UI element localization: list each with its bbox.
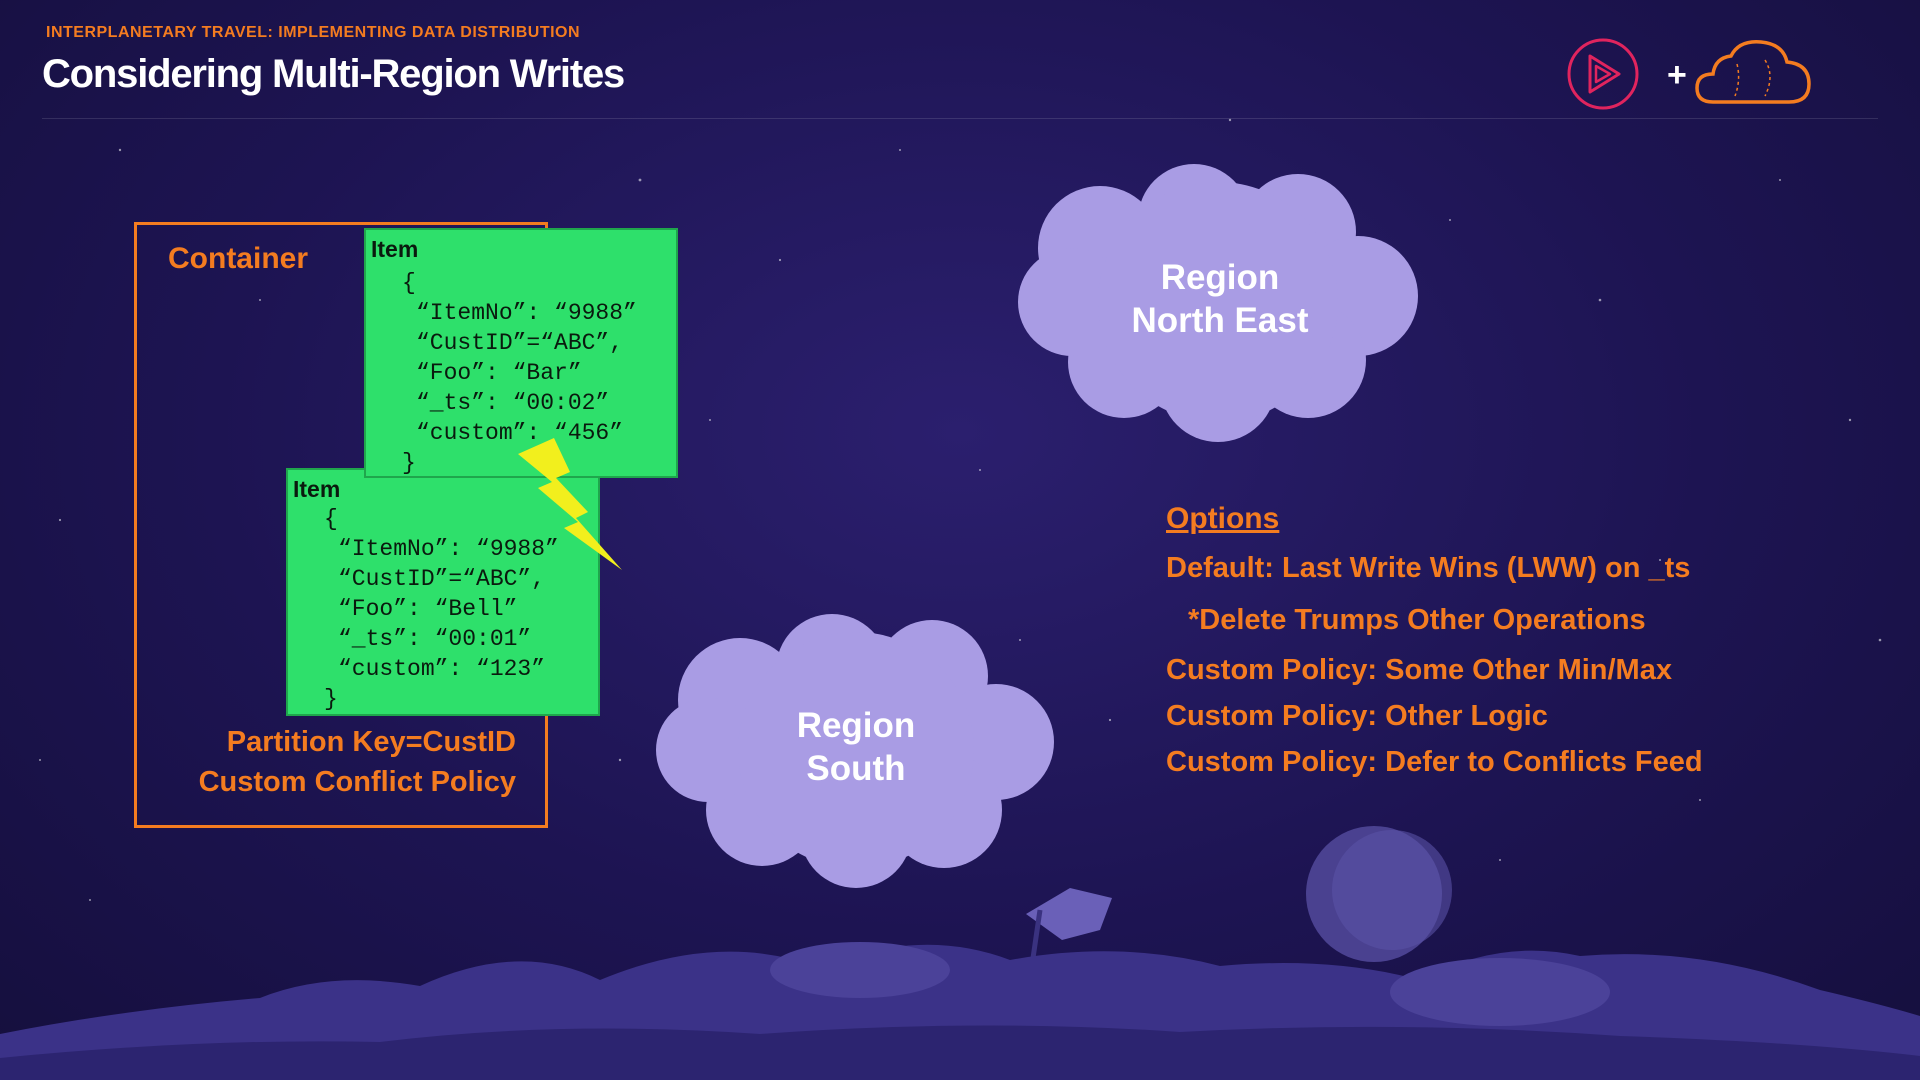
code-line: “ItemNo”: “9988” [338,536,559,562]
conflict-policy-label: Custom Conflict Policy [198,766,516,798]
presentation-overline: INTERPLANETARY TRAVEL: IMPLEMENTING DATA… [46,24,581,41]
partition-key-label: Partition Key=CustID [226,726,516,758]
region-south-cloud [656,614,1054,888]
code-line: “CustID”=“ABC”, [416,330,624,356]
moon-landscape-illustration [0,826,1920,1080]
code-line: “Foo”: “Bar” [416,360,582,386]
region-north-east-label: Region North East [1078,256,1362,342]
region-south-line1: Region [796,706,916,745]
item-title: Item [293,476,341,502]
option-delete-trumps: *Delete Trumps Other Operations [1188,604,1646,636]
code-line: “custom”: “123” [338,656,546,682]
code-line: “Foo”: “Bell” [338,596,518,622]
option-default-lww: Default: Last Write Wins (LWW) on _ts [1166,552,1691,584]
code-line: { [324,506,338,532]
option-custom-conflicts-feed: Custom Policy: Defer to Conflicts Feed [1166,746,1703,778]
code-line: “_ts”: “00:01” [338,626,532,652]
item-card-front: Item { “ItemNo”: “9988” “CustID”=“ABC”, … [364,228,678,478]
region-south-label: Region South [714,704,998,790]
option-custom-min-max: Custom Policy: Some Other Min/Max [1166,654,1672,686]
code-line: { [402,270,416,296]
code-line: “custom”: “456” [416,420,624,446]
play-logo-icon [1567,38,1639,110]
item-card-back: Item { “ItemNo”: “9988” “CustID”=“ABC”, … [286,468,600,716]
region-south-line2: South [806,749,906,788]
region-north-east-line2: North East [1131,301,1309,340]
slide-title: Considering Multi-Region Writes [42,52,625,96]
container-label: Container [168,242,309,275]
cloud-logo-icon [1695,40,1811,104]
code-line: } [324,686,338,712]
region-north-east-line1: Region [1160,258,1280,297]
code-line: “CustID”=“ABC”, [338,566,546,592]
options-heading: Options [1166,502,1280,535]
plus-sign: + [1667,56,1687,94]
item-title: Item [371,236,419,262]
option-custom-other-logic: Custom Policy: Other Logic [1166,700,1548,732]
logo-group: + [1567,38,1811,110]
region-north-east-cloud [1018,164,1418,442]
code-line: “_ts”: “00:02” [416,390,610,416]
code-line: “ItemNo”: “9988” [416,300,637,326]
title-divider [42,118,1878,119]
code-line: } [402,450,416,476]
lightning-bolt-icon [518,438,622,570]
